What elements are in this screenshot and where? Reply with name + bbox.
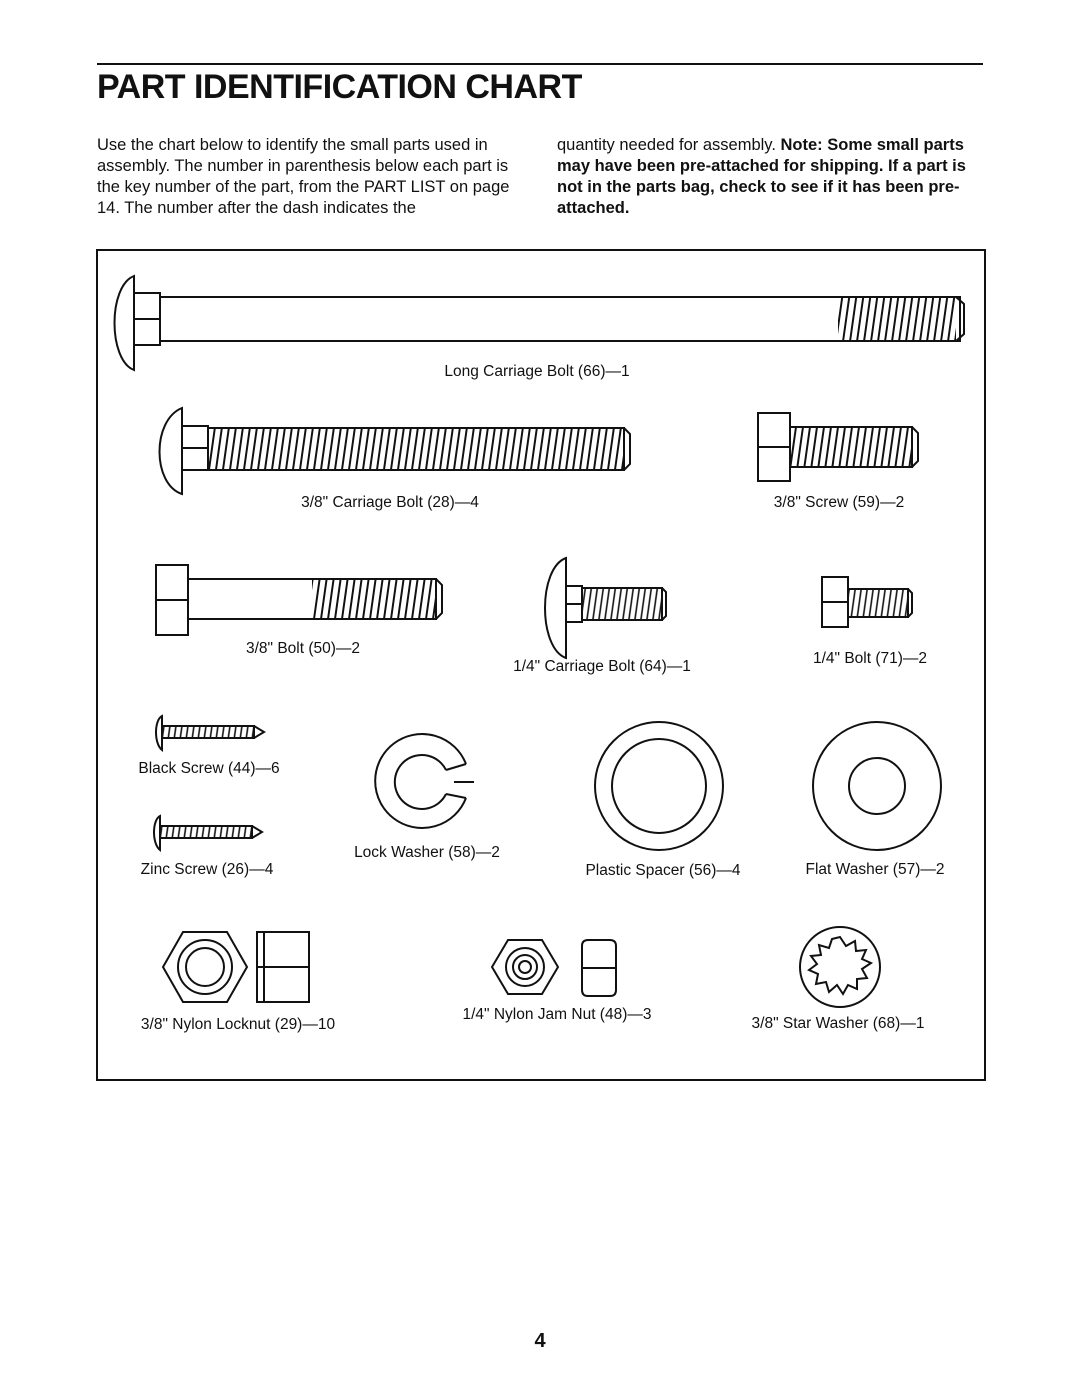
page-title: PART IDENTIFICATION CHART [97, 68, 582, 106]
intro-left: Use the chart below to identify the smal… [97, 136, 510, 217]
label-zinc-screw: Zinc Screw (26)—4 [140, 861, 274, 878]
intro-right: quantity needed for assembly. Note: Some… [557, 135, 985, 219]
label-carriage-bolt-38: 3/8" Carriage Bolt (28)—4 [301, 494, 479, 511]
label-nylon-locknut: 3/8" Nylon Locknut (29)—10 [140, 1016, 336, 1033]
nylon-locknut-icon [161, 931, 310, 1003]
label-carriage-bolt-14: 1/4" Carriage Bolt (64)—1 [513, 658, 691, 675]
label-black-screw: Black Screw (44)—6 [138, 760, 280, 777]
intro-right-plain: quantity needed for assembly. [557, 136, 781, 154]
plastic-spacer-icon [594, 721, 724, 851]
black-screw-icon [155, 714, 266, 753]
star-washer-icon [799, 926, 881, 1008]
bolt-38-icon [155, 564, 443, 636]
label-star-washer: 3/8" Star Washer (68)—1 [751, 1015, 925, 1032]
carriage-bolt-38-icon [158, 406, 631, 496]
lock-washer-icon [374, 733, 474, 829]
intro-right-note: Note: Some small parts may have been pre… [557, 136, 966, 217]
page-number: 4 [534, 1330, 546, 1352]
bolt-14-icon [821, 576, 913, 628]
label-bolt-38: 3/8" Bolt (50)—2 [245, 640, 361, 657]
carriage-bolt-14-icon [544, 556, 667, 660]
label-nylon-jam-nut: 1/4" Nylon Jam Nut (48)—3 [462, 1006, 652, 1023]
label-bolt-14: 1/4" Bolt (71)—2 [812, 650, 928, 667]
long-carriage-bolt-icon [113, 274, 965, 372]
nylon-jam-nut-icon [490, 939, 617, 997]
flat-washer-icon [812, 721, 942, 851]
label-screw-38: 3/8" Screw (59)—2 [773, 494, 905, 511]
label-lock-washer: Lock Washer (58)—2 [354, 844, 500, 861]
label-plastic-spacer: Plastic Spacer (56)—4 [585, 862, 741, 879]
label-long-carriage-bolt: Long Carriage Bolt (66)—1 [444, 363, 630, 380]
parts-chart-frame [96, 249, 986, 1081]
zinc-screw-icon [153, 814, 264, 853]
top-rule [97, 63, 983, 65]
screw-38-icon [757, 412, 919, 482]
label-flat-washer: Flat Washer (57)—2 [805, 861, 945, 878]
